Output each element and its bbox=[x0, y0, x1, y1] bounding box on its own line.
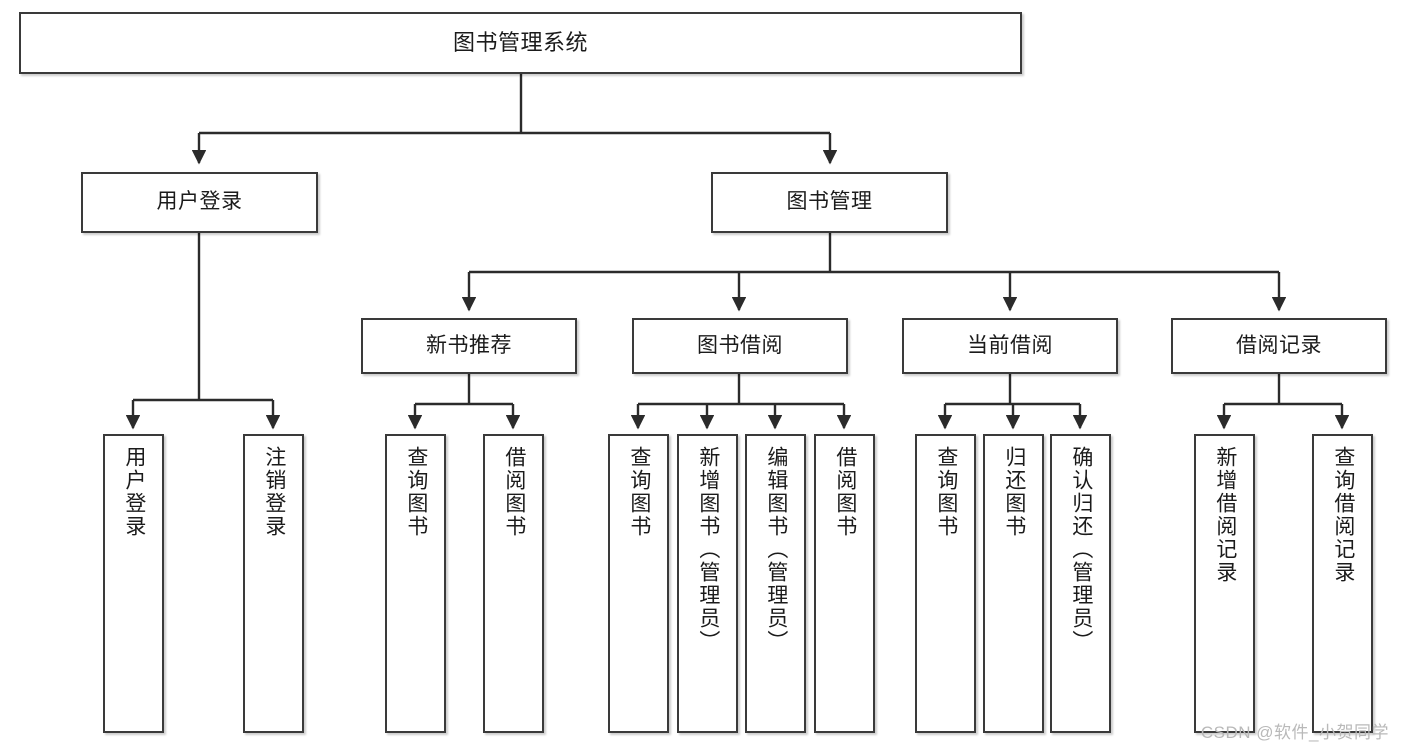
node-label: 新增图书（管理员） bbox=[696, 446, 720, 653]
node-leaf-confirm-return[interactable]: 确认归还（管理员） bbox=[1050, 434, 1111, 733]
node-leaf-return-book[interactable]: 归还图书 bbox=[983, 434, 1044, 733]
node-label: 新增借阅记录 bbox=[1213, 446, 1237, 584]
node-label: 查询借阅记录 bbox=[1331, 446, 1355, 584]
node-leaf-logout[interactable]: 注销登录 bbox=[243, 434, 304, 733]
node-label: 查询图书 bbox=[627, 446, 651, 538]
node-leaf-user-login[interactable]: 用户登录 bbox=[103, 434, 164, 733]
node-new-book-recommend[interactable]: 新书推荐 bbox=[361, 318, 577, 374]
node-label: 确认归还（管理员） bbox=[1069, 446, 1093, 653]
node-label: 借阅图书 bbox=[833, 446, 857, 538]
node-label: 归还图书 bbox=[1002, 446, 1026, 538]
node-leaf-borrow-book-2[interactable]: 借阅图书 bbox=[814, 434, 875, 733]
node-leaf-edit-book[interactable]: 编辑图书（管理员） bbox=[745, 434, 806, 733]
node-borrow-record[interactable]: 借阅记录 bbox=[1171, 318, 1387, 374]
node-label: 编辑图书（管理员） bbox=[764, 446, 788, 653]
node-label: 新书推荐 bbox=[426, 333, 512, 357]
node-label: 用户登录 bbox=[122, 446, 146, 538]
node-label: 图书管理系统 bbox=[452, 30, 588, 56]
node-leaf-add-book[interactable]: 新增图书（管理员） bbox=[677, 434, 738, 733]
node-label: 借阅记录 bbox=[1236, 333, 1322, 357]
node-label: 注销登录 bbox=[262, 446, 286, 538]
node-user-login[interactable]: 用户登录 bbox=[81, 172, 318, 233]
node-label: 图书借阅 bbox=[697, 333, 783, 357]
node-leaf-query-book-1[interactable]: 查询图书 bbox=[385, 434, 446, 733]
node-label: 当前借阅 bbox=[967, 333, 1053, 357]
node-label: 借阅图书 bbox=[502, 446, 526, 538]
node-book-manage[interactable]: 图书管理 bbox=[711, 172, 948, 233]
node-book-borrow[interactable]: 图书借阅 bbox=[632, 318, 848, 374]
node-leaf-add-record[interactable]: 新增借阅记录 bbox=[1194, 434, 1255, 733]
node-current-borrow[interactable]: 当前借阅 bbox=[902, 318, 1118, 374]
node-leaf-query-record[interactable]: 查询借阅记录 bbox=[1312, 434, 1373, 733]
node-leaf-query-book-3[interactable]: 查询图书 bbox=[915, 434, 976, 733]
node-label: 用户登录 bbox=[156, 190, 243, 214]
node-label: 查询图书 bbox=[934, 446, 958, 538]
node-root-system[interactable]: 图书管理系统 bbox=[19, 12, 1022, 74]
node-leaf-query-book-2[interactable]: 查询图书 bbox=[608, 434, 669, 733]
node-leaf-borrow-book-1[interactable]: 借阅图书 bbox=[483, 434, 544, 733]
csdn-watermark: CSDN @软件_小贺同学 bbox=[1200, 723, 1389, 742]
node-label: 查询图书 bbox=[404, 446, 428, 538]
node-label: 图书管理 bbox=[786, 190, 873, 214]
